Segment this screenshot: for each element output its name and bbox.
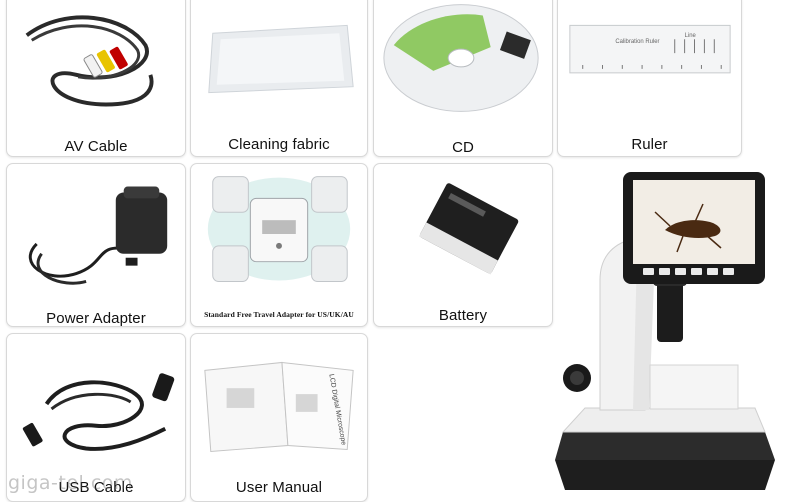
item-label: CD: [452, 139, 474, 156]
item-tile-cleaning-fabric: Cleaning fabric: [190, 0, 368, 157]
travel-adapter-caption: Standard Free Travel Adapter for US/UK/A…: [204, 310, 354, 319]
lcd-digital-microscope-image: [555, 172, 775, 490]
power-adapter-image: [28, 186, 168, 285]
usb-cable-image: [22, 373, 175, 451]
item-tile-ruler: Calibration Ruler Line Ruler: [557, 0, 742, 157]
av-cable-image: [25, 15, 154, 107]
item-tile-travel-adapter: Standard Free Travel Adapter for US/UK/A…: [190, 163, 368, 327]
item-label: Cleaning fabric: [228, 136, 330, 153]
item-tile-power-adapter: Power Adapter: [6, 163, 186, 327]
item-label: Battery: [438, 307, 488, 324]
item-label: User Manual: [235, 479, 323, 496]
item-tile-usb-cable: USB Cable: [6, 333, 186, 502]
travel-adapter-image: [207, 176, 351, 282]
item-label: Power Adapter: [46, 310, 146, 327]
ruler-scale-label: Line: [685, 33, 697, 39]
battery-image: [418, 183, 519, 275]
ruler-title: Calibration Ruler: [615, 39, 659, 45]
cd-image: [383, 4, 539, 112]
cleaning-fabric-image: [208, 24, 354, 94]
item-tile-av-cable: AV Cable: [6, 0, 186, 157]
item-tile-battery: Battery: [373, 163, 553, 327]
item-label: USB Cable: [58, 479, 134, 496]
user-manual-image: LCD Digital Microscope: [204, 361, 354, 452]
item-label: Ruler: [631, 136, 668, 153]
item-label: AV Cable: [64, 138, 128, 155]
item-tile-user-manual: LCD Digital Microscope User Manual: [190, 333, 368, 502]
ruler-image: Calibration Ruler Line: [569, 24, 731, 74]
item-tile-cd: CD: [373, 0, 553, 157]
